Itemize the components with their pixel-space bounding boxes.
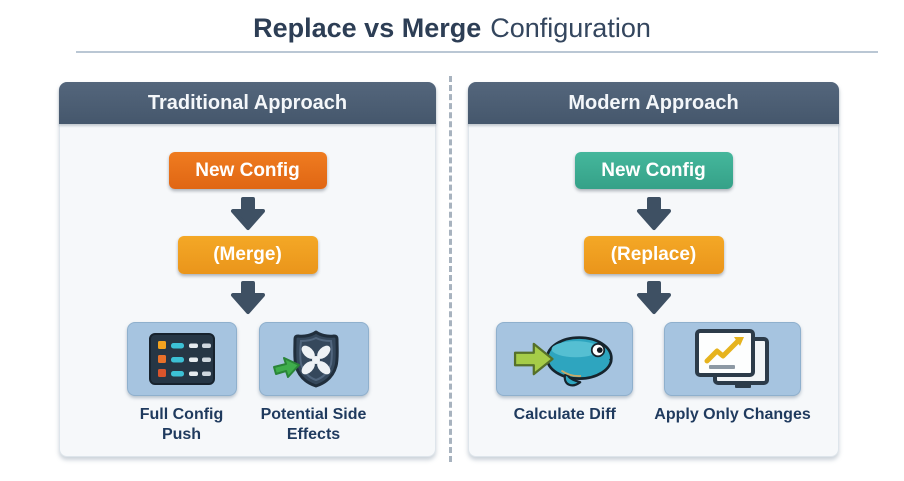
page-title-rest: Configuration — [490, 13, 651, 43]
traditional-outcomes: Full Config Push — [126, 322, 369, 445]
diff-fish-icon — [496, 322, 634, 396]
panel-modern-body: New Config (Replace) — [469, 124, 838, 425]
panel-traditional: Traditional Approach New Config (Merge) — [59, 82, 436, 457]
outcome-side-effects: Potential Side Effects — [258, 322, 369, 445]
arrow-down-icon — [230, 281, 265, 314]
panel-traditional-header: Traditional Approach — [59, 82, 436, 124]
arrow-down-icon — [636, 197, 671, 230]
outcome-label: Full Config Push — [139, 406, 224, 443]
traditional-new-config-node: New Config — [168, 152, 327, 189]
panel-modern: Modern Approach New Config (Replace) — [468, 82, 839, 457]
monitor-changes-icon — [664, 322, 801, 396]
page-title: Replace vs Merge Configuration — [0, 13, 904, 44]
panel-divider-dashed-line — [449, 76, 452, 462]
traditional-merge-node: (Merge) — [177, 236, 318, 274]
modern-outcomes: Calculate Diff Apply Only Changes — [496, 322, 811, 425]
outcome-full-config-push: Full Config Push — [126, 322, 237, 445]
outcome-label: Calculate Diff — [513, 406, 616, 423]
title-divider — [76, 51, 878, 53]
shield-side-effects-icon — [258, 322, 369, 396]
outcome-label: Apply Only Changes — [654, 406, 811, 423]
outcome-label: Potential Side Effects — [260, 406, 367, 443]
modern-replace-node: (Replace) — [583, 236, 724, 274]
modern-new-config-node: New Config — [574, 152, 733, 189]
config-list-icon — [126, 322, 237, 396]
panel-traditional-body: New Config (Merge) — [60, 124, 435, 445]
outcome-calculate-diff: Calculate Diff — [496, 322, 634, 425]
outcome-apply-changes: Apply Only Changes — [654, 322, 811, 425]
page-title-emphasis: Replace vs Merge — [253, 13, 482, 43]
panel-modern-header: Modern Approach — [468, 82, 839, 124]
arrow-down-icon — [230, 197, 265, 230]
arrow-down-icon — [636, 281, 671, 314]
